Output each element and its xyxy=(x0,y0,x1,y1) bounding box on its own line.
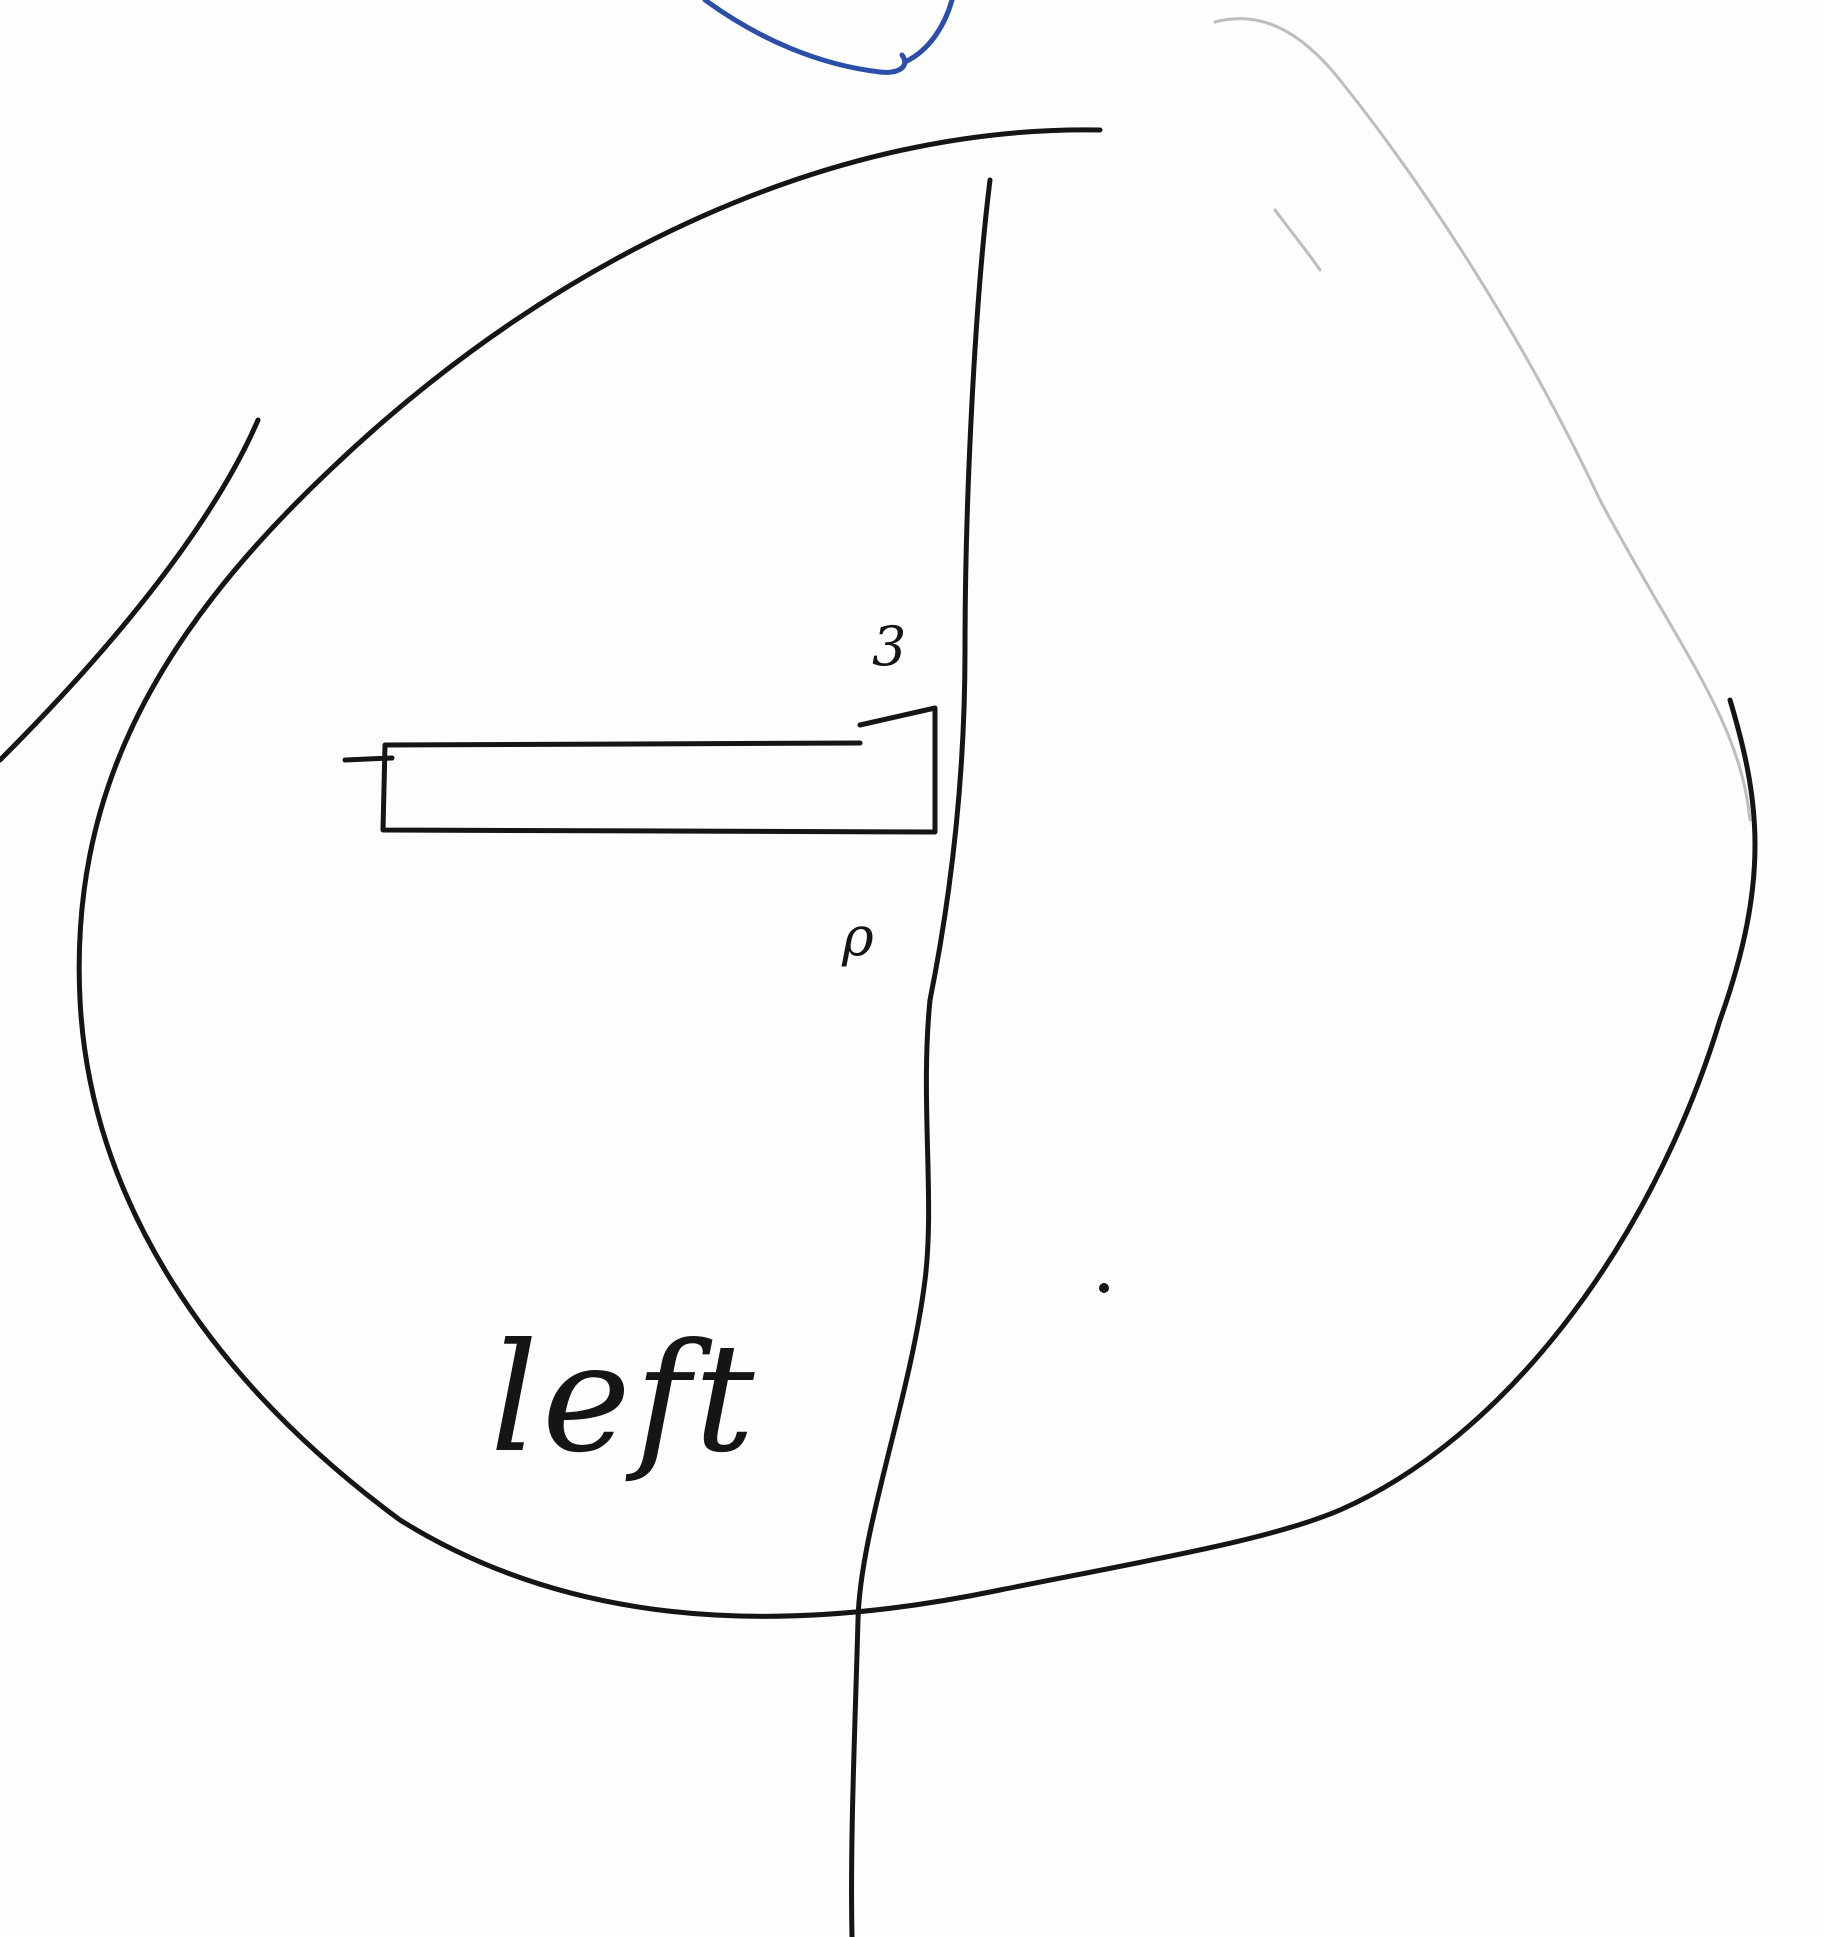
faint-outer-contour xyxy=(1215,19,1750,820)
label-top-point: 3 xyxy=(872,615,906,678)
ink-dot xyxy=(1099,1283,1109,1293)
rectangle-left-tick xyxy=(345,758,392,760)
label-side: left xyxy=(490,1312,759,1486)
incision-rectangle xyxy=(383,708,935,832)
faint-fold-line xyxy=(1275,210,1320,270)
vertical-midline xyxy=(852,180,990,1937)
breast-outline xyxy=(79,130,1755,1616)
label-bottom-point: ρ xyxy=(841,905,874,968)
blue-ink-fragment xyxy=(705,0,952,72)
